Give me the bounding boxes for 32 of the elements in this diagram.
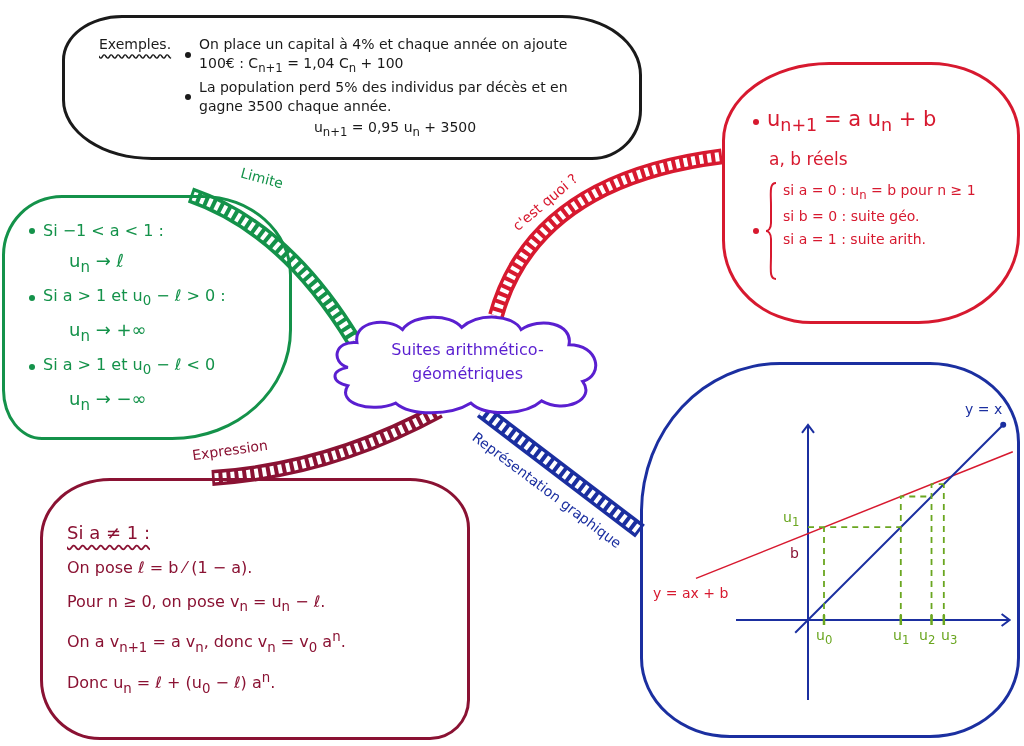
expression-bubble bbox=[40, 478, 470, 740]
text-line: u$_{n}$ → +∞ bbox=[68, 318, 147, 347]
axis-label: u$_{3}$ bbox=[941, 627, 958, 647]
text-line: a, b réels bbox=[768, 147, 848, 171]
axis-label: u$_{2}$ bbox=[919, 627, 936, 647]
text-line: On a v$_{n+1}$ = a v$_{n}$, donc v$_{n}$ = v$_{0}$ a$^{n}$. bbox=[67, 628, 346, 657]
axis-label: u$_{0}$ bbox=[816, 627, 833, 647]
axis-label: u$_{1}$ bbox=[783, 509, 800, 529]
axis-label: u$_{1}$ bbox=[893, 627, 910, 647]
curve-label: y = x bbox=[965, 401, 1003, 418]
text-line: u$_{n+1}$ = 0,95 u$_{n}$ + 3500 bbox=[312, 117, 478, 141]
branch-connector bbox=[488, 148, 724, 319]
text-line: Si a > 1 et u$_{0}$ − ℓ < 0 bbox=[43, 354, 216, 380]
title-text: Suites arithmético-géométriques bbox=[390, 339, 545, 385]
definition-bubble bbox=[722, 62, 1020, 324]
text-line: On place un capital à 4% et chaque année on ajoute 100€ : C$_{n+1}$ = 1,04 C$_{n}$ + 100 bbox=[199, 34, 569, 77]
text-line: si b = 0 : suite géo. bbox=[783, 207, 920, 227]
text-line: u$_{n}$ → −∞ bbox=[68, 387, 147, 416]
text-line: Donc u$_{n}$ = ℓ + (u$_{0}$ − ℓ) a$^{n}$. bbox=[67, 668, 276, 698]
examples-bubble bbox=[62, 15, 642, 160]
text-line: si a = 0 : u$_{n}$ = b pour n ≥ 1 bbox=[783, 180, 976, 204]
text-line: u$_{n}$ → ℓ bbox=[68, 249, 124, 278]
limit-bubble bbox=[2, 195, 292, 440]
text-line: Pour n ≥ 0, on pose v$_{n}$ = u$_{n}$ − ℓ. bbox=[67, 590, 326, 617]
text-line: Si −1 < a < 1 : bbox=[43, 219, 164, 242]
text-line: u$_{n+1}$ = a u$_{n}$ + b bbox=[767, 106, 937, 138]
text-line: Si a > 1 et u$_{0}$ − ℓ > 0 : bbox=[43, 285, 226, 311]
axis-label: b bbox=[790, 545, 799, 562]
graph-bubble bbox=[640, 362, 1020, 738]
text-line: si a = 1 : suite arith. bbox=[783, 230, 926, 250]
text-line: La population perd 5% des individus par décès et en gagne 3500 chaque année. bbox=[199, 78, 569, 116]
curve-label: y = ax + b bbox=[653, 585, 729, 602]
